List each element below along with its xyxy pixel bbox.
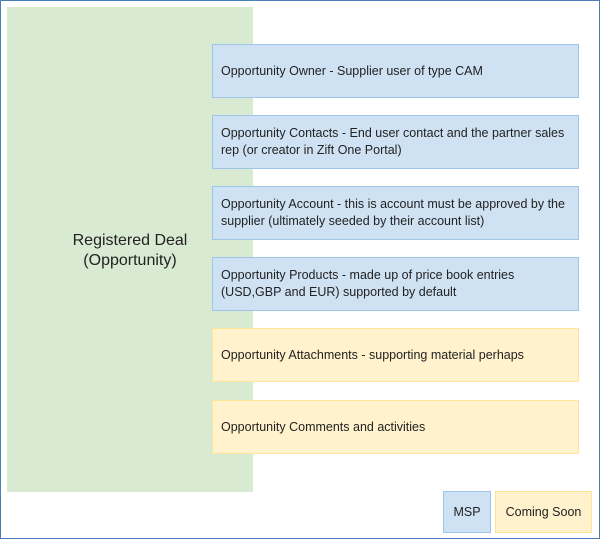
opportunity-comments-label: Opportunity Comments and activities (221, 419, 426, 434)
opportunity-products-box: Opportunity Products - made up of price … (212, 257, 579, 311)
registered-deal-label: Registered Deal (Opportunity) (72, 231, 188, 269)
legend-msp: MSP (443, 491, 491, 533)
opportunity-contacts-label: Opportunity Contacts - End user contact … (221, 126, 565, 157)
opportunity-account-label: Opportunity Account - this is account mu… (221, 197, 565, 228)
opportunity-contacts-box: Opportunity Contacts - End user contact … (212, 115, 579, 169)
opportunity-owner-box: Opportunity Owner - Supplier user of typ… (212, 44, 579, 98)
opportunity-owner-label: Opportunity Owner - Supplier user of typ… (221, 63, 483, 78)
opportunity-account-box: Opportunity Account - this is account mu… (212, 186, 579, 240)
legend-coming-soon-label: Coming Soon (505, 505, 582, 519)
legend-coming-soon: Coming Soon (495, 491, 592, 533)
opportunity-attachments-box: Opportunity Attachments - supporting mat… (212, 328, 579, 382)
opportunity-comments-box: Opportunity Comments and activities (212, 400, 579, 454)
legend-msp-label: MSP (453, 505, 481, 519)
opportunity-products-label: Opportunity Products - made up of price … (221, 268, 515, 299)
opportunity-attachments-label: Opportunity Attachments - supporting mat… (221, 347, 524, 362)
